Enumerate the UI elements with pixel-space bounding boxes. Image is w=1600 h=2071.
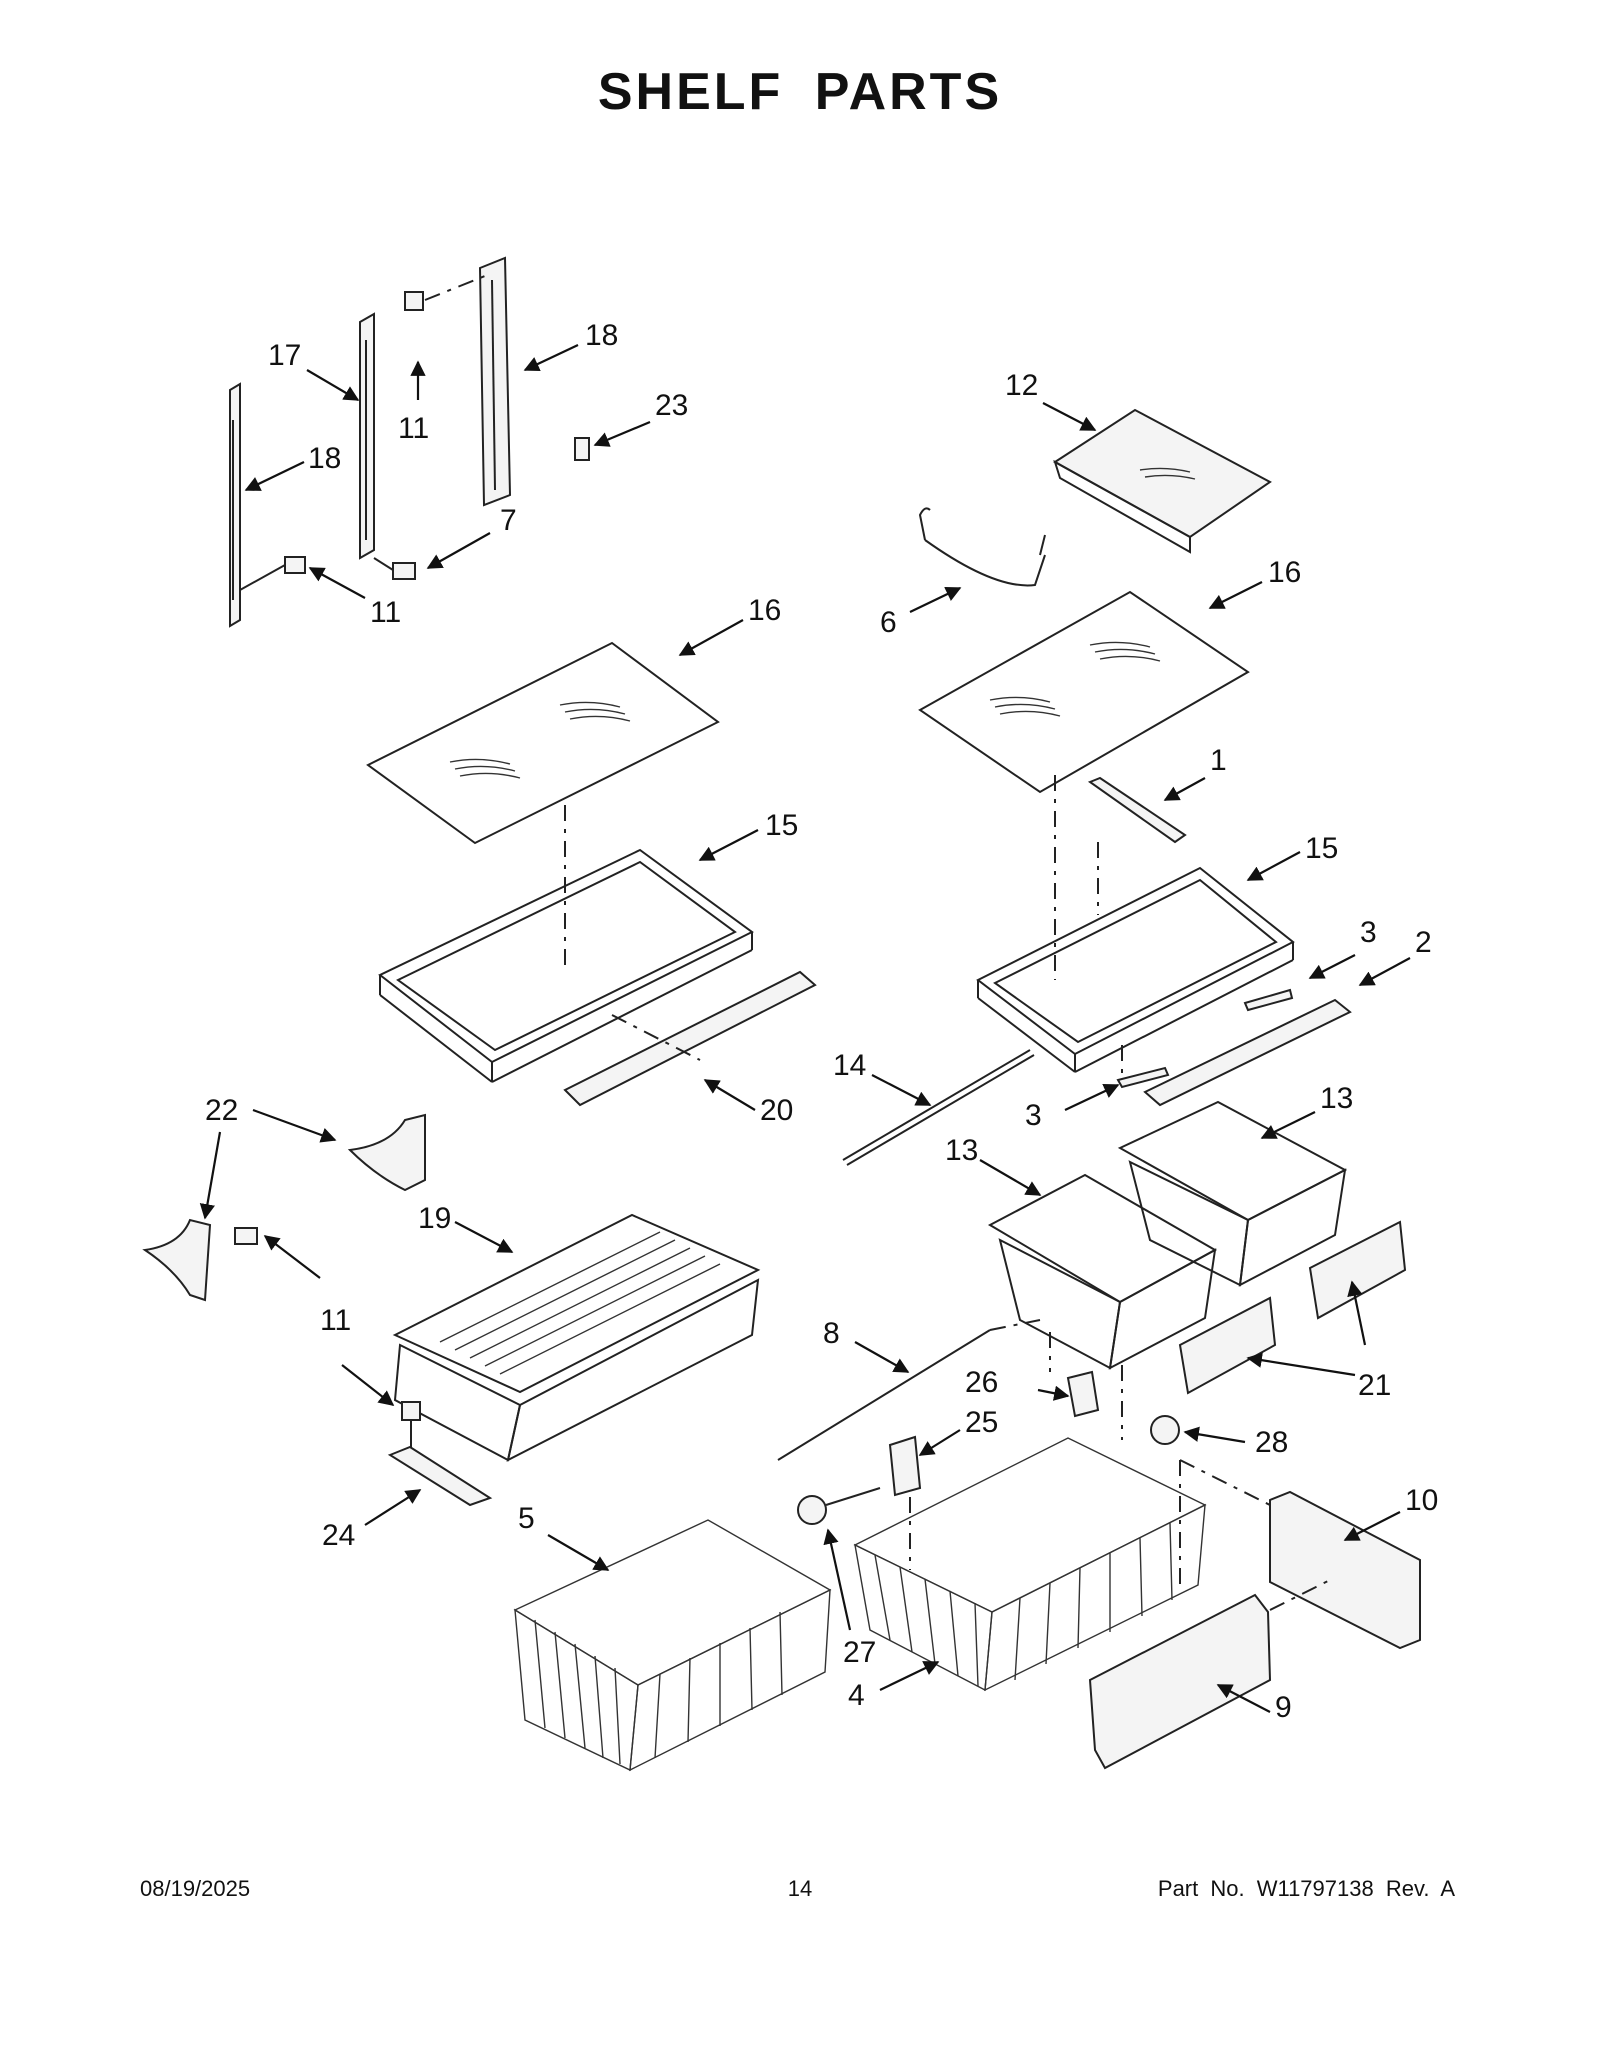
callout-8: 8: [823, 1317, 840, 1350]
callout-4: 4: [848, 1679, 865, 1712]
screw-lower-center: [373, 557, 416, 580]
shelf-trim-right: [1143, 998, 1352, 1107]
footer-part-number: Part No. W11797138 Rev. A: [1157, 1876, 1455, 1901]
shelf-part-3-upper: [1243, 988, 1294, 1012]
freezer-basket-5: [513, 1519, 832, 1772]
divider-part-9: [1088, 1579, 1331, 1770]
crisper-cover-back: [1308, 1220, 1407, 1320]
shelf-part-12: [1053, 408, 1272, 554]
callout-11-left: 11: [370, 596, 401, 629]
callout-13-back: 13: [1320, 1082, 1353, 1115]
bracket-22-lower: [142, 1218, 212, 1302]
clip-part-23: [574, 437, 590, 461]
shelf-ladder-center: [359, 312, 375, 560]
callout-12: 12: [1005, 369, 1038, 402]
callout-5: 5: [518, 1502, 535, 1535]
bracket-22-upper: [347, 1113, 426, 1192]
rod-part-14: [842, 1049, 1035, 1166]
callout-9: 9: [1275, 1691, 1292, 1724]
callout-20: 20: [760, 1094, 793, 1127]
callout-16-left: 16: [748, 594, 781, 627]
bracket-part-25: [888, 1435, 922, 1570]
freezer-basket-4: [853, 1437, 1207, 1692]
callout-16-right: 16: [1268, 556, 1301, 589]
shelf-frame-right: [976, 866, 1295, 1073]
callout-14: 14: [833, 1049, 866, 1082]
callout-19: 19: [418, 1202, 451, 1235]
callout-28: 28: [1255, 1426, 1288, 1459]
callout-21: 21: [1358, 1369, 1391, 1402]
gear-part-28: [1150, 1415, 1181, 1590]
callout-3-lower: 3: [1025, 1099, 1042, 1132]
callout-23: 23: [655, 389, 688, 422]
callout-11-top: 11: [398, 412, 429, 445]
callout-25: 25: [965, 1406, 998, 1439]
divider-part-10: [1179, 1459, 1421, 1650]
footer-page-number: 14: [787, 1876, 813, 1901]
callout-1: 1: [1210, 744, 1227, 777]
shelf-part-3-lower: [1116, 1045, 1170, 1089]
shelf-ladder-left: [229, 382, 241, 628]
callout-17: 17: [268, 339, 301, 372]
callout-27: 27: [843, 1636, 876, 1669]
callout-numbers: 1 2 3 3 4 5 6 7 8 9 10 11 11 11 11 12 13…: [205, 319, 1438, 1724]
screw-part-11-lower: [401, 1401, 421, 1450]
gear-part-27: [797, 1487, 881, 1525]
shelf-trim-left: [563, 970, 817, 1107]
footer-date: 08/19/2025: [140, 1876, 251, 1901]
callout-13-front: 13: [945, 1134, 978, 1167]
callout-6: 6: [880, 606, 897, 639]
callout-3-upper: 3: [1360, 916, 1377, 949]
callout-11-lower: 11: [320, 1304, 351, 1337]
screw-mid-left: [234, 1227, 258, 1245]
screw-top: [404, 273, 491, 311]
callout-18-left: 18: [308, 442, 341, 475]
leader-lines: [199, 344, 1411, 1713]
bracket-part-24: [387, 1445, 493, 1507]
callout-15-right: 15: [1305, 832, 1338, 865]
callout-10: 10: [1405, 1484, 1438, 1517]
page-title: SHELF PARTS: [597, 63, 1003, 121]
glass-shelf-right: [918, 590, 1250, 980]
screw-lower-left: [239, 556, 306, 591]
callout-2: 2: [1415, 926, 1432, 959]
callout-26: 26: [965, 1366, 998, 1399]
pantry-drawer-19: [392, 1213, 761, 1462]
callout-22: 22: [205, 1094, 238, 1127]
rod-part-8: [777, 1319, 1041, 1461]
shelf-frame-left: [378, 848, 754, 1083]
crisper-bin-front: [987, 1173, 1218, 1370]
shelf-ladder-right: [478, 256, 512, 507]
callout-18-right: 18: [585, 319, 618, 352]
bracket-part-26: [1049, 1332, 1123, 1440]
callout-15-left: 15: [765, 809, 798, 842]
callout-7: 7: [500, 504, 517, 537]
shelf-part-1: [1087, 776, 1187, 915]
crisper-cover-front: [1178, 1296, 1277, 1395]
crisper-bin-back: [1117, 1100, 1348, 1287]
glass-shelf-left: [366, 641, 720, 965]
callout-24: 24: [322, 1519, 355, 1552]
shelf-part-6: [918, 507, 1046, 587]
